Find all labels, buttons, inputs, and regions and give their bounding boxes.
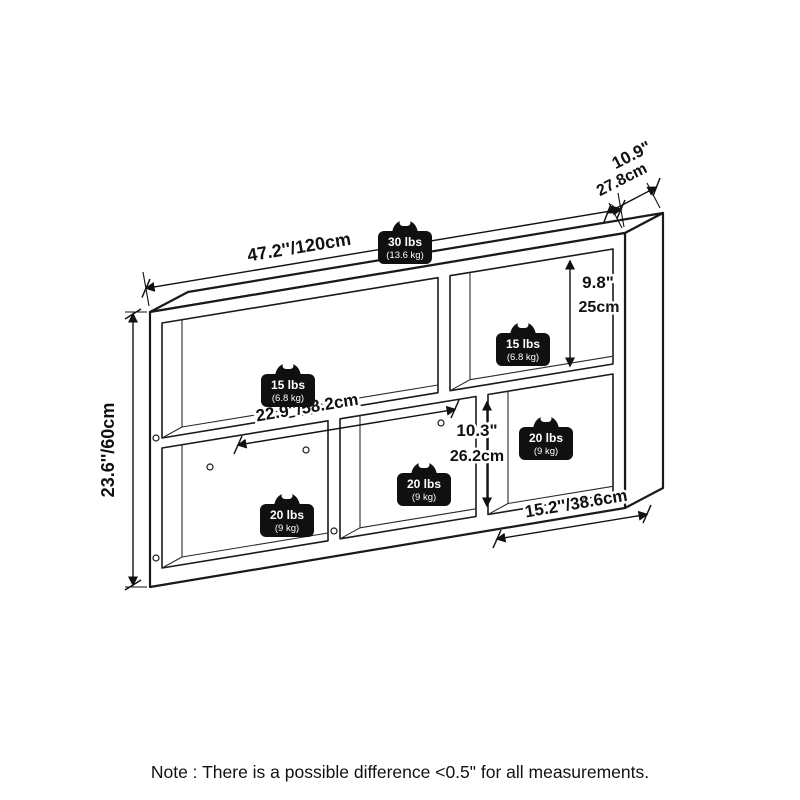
weight-kg-label: (6.8 kg) <box>507 352 539 363</box>
extension-line <box>125 311 147 588</box>
weight-icon-body <box>378 231 432 264</box>
weight-icon-handle-hole <box>282 362 294 369</box>
height-dimension: 23.6''/60cm <box>96 308 147 591</box>
depth-dimension-arrow <box>606 186 658 214</box>
weight-icon-handle-hole <box>517 321 529 328</box>
weight-icon-body <box>397 473 451 506</box>
bottom-opening-width-arrow <box>495 510 649 543</box>
cabinet-drawing <box>148 211 665 589</box>
shelf-height-cm-label: 25cm <box>579 299 620 316</box>
pin-hole <box>437 419 445 427</box>
weight-lbs-label: 20 lbs <box>270 508 304 522</box>
opening-top-left <box>161 276 439 439</box>
weight-lbs-label: 15 lbs <box>506 337 540 351</box>
weight-badge-top: 30 lbs (13.6 kg) <box>378 219 432 264</box>
weight-icon-body <box>519 427 573 460</box>
weight-icon-handle-hole <box>418 461 430 468</box>
shelf-height-inches-label: 9.8" <box>582 273 614 292</box>
dimension-tick <box>233 399 460 455</box>
measurement-note: Note : There is a possible difference <0… <box>151 762 649 782</box>
bottom-opening-height-inches-label: 10.3" <box>456 421 497 440</box>
dimension-tick <box>124 308 142 591</box>
weight-icon-handle-hole <box>281 492 293 499</box>
pin-hole <box>152 434 160 442</box>
weight-badge-bottom-left: 20 lbs (9 kg) <box>260 492 314 537</box>
pin-hole <box>206 463 214 471</box>
weight-kg-label: (13.6 kg) <box>386 250 424 261</box>
dimension-tick <box>492 504 652 549</box>
shelf-height-dimension: 9.8" 25cm <box>565 259 622 368</box>
weight-lbs-label: 30 lbs <box>388 235 422 249</box>
weight-lbs-label: 15 lbs <box>271 378 305 392</box>
weight-kg-label: (6.8 kg) <box>272 393 304 404</box>
pin-hole <box>302 446 310 454</box>
weight-icon-handle-hole <box>399 219 411 226</box>
weight-kg-label: (9 kg) <box>275 523 299 534</box>
weight-kg-label: (9 kg) <box>412 492 436 503</box>
cabinet-right-face <box>623 211 665 510</box>
top-opening-width-arrow <box>236 405 457 449</box>
weight-lbs-label: 20 lbs <box>529 431 563 445</box>
bottom-opening-height-dimension: 10.3" 26.2cm <box>447 400 507 508</box>
pin-hole <box>330 527 338 535</box>
weight-badge-shelf-left: 15 lbs (6.8 kg) <box>261 362 315 407</box>
height-dimension-label: 23.6''/60cm <box>98 403 118 498</box>
weight-lbs-label: 20 lbs <box>407 477 441 491</box>
weight-icon-body <box>260 504 314 537</box>
weight-icon-body <box>496 333 550 366</box>
dimension-tick <box>603 177 661 223</box>
weight-kg-label: (9 kg) <box>534 446 558 457</box>
weight-badge-bottom-middle: 20 lbs (9 kg) <box>397 461 451 506</box>
weight-badge-shelf-right: 15 lbs (6.8 kg) <box>496 321 550 366</box>
weight-icon-body <box>261 374 315 407</box>
weight-badge-bottom-right: 20 lbs (9 kg) <box>519 415 573 460</box>
weight-icon-handle-hole <box>540 415 552 422</box>
opening-depth-lines <box>487 391 614 515</box>
bottom-opening-height-cm-label: 26.2cm <box>450 448 504 465</box>
pin-hole <box>152 554 160 562</box>
width-dimension-label: 47.2''/120cm <box>246 229 353 266</box>
